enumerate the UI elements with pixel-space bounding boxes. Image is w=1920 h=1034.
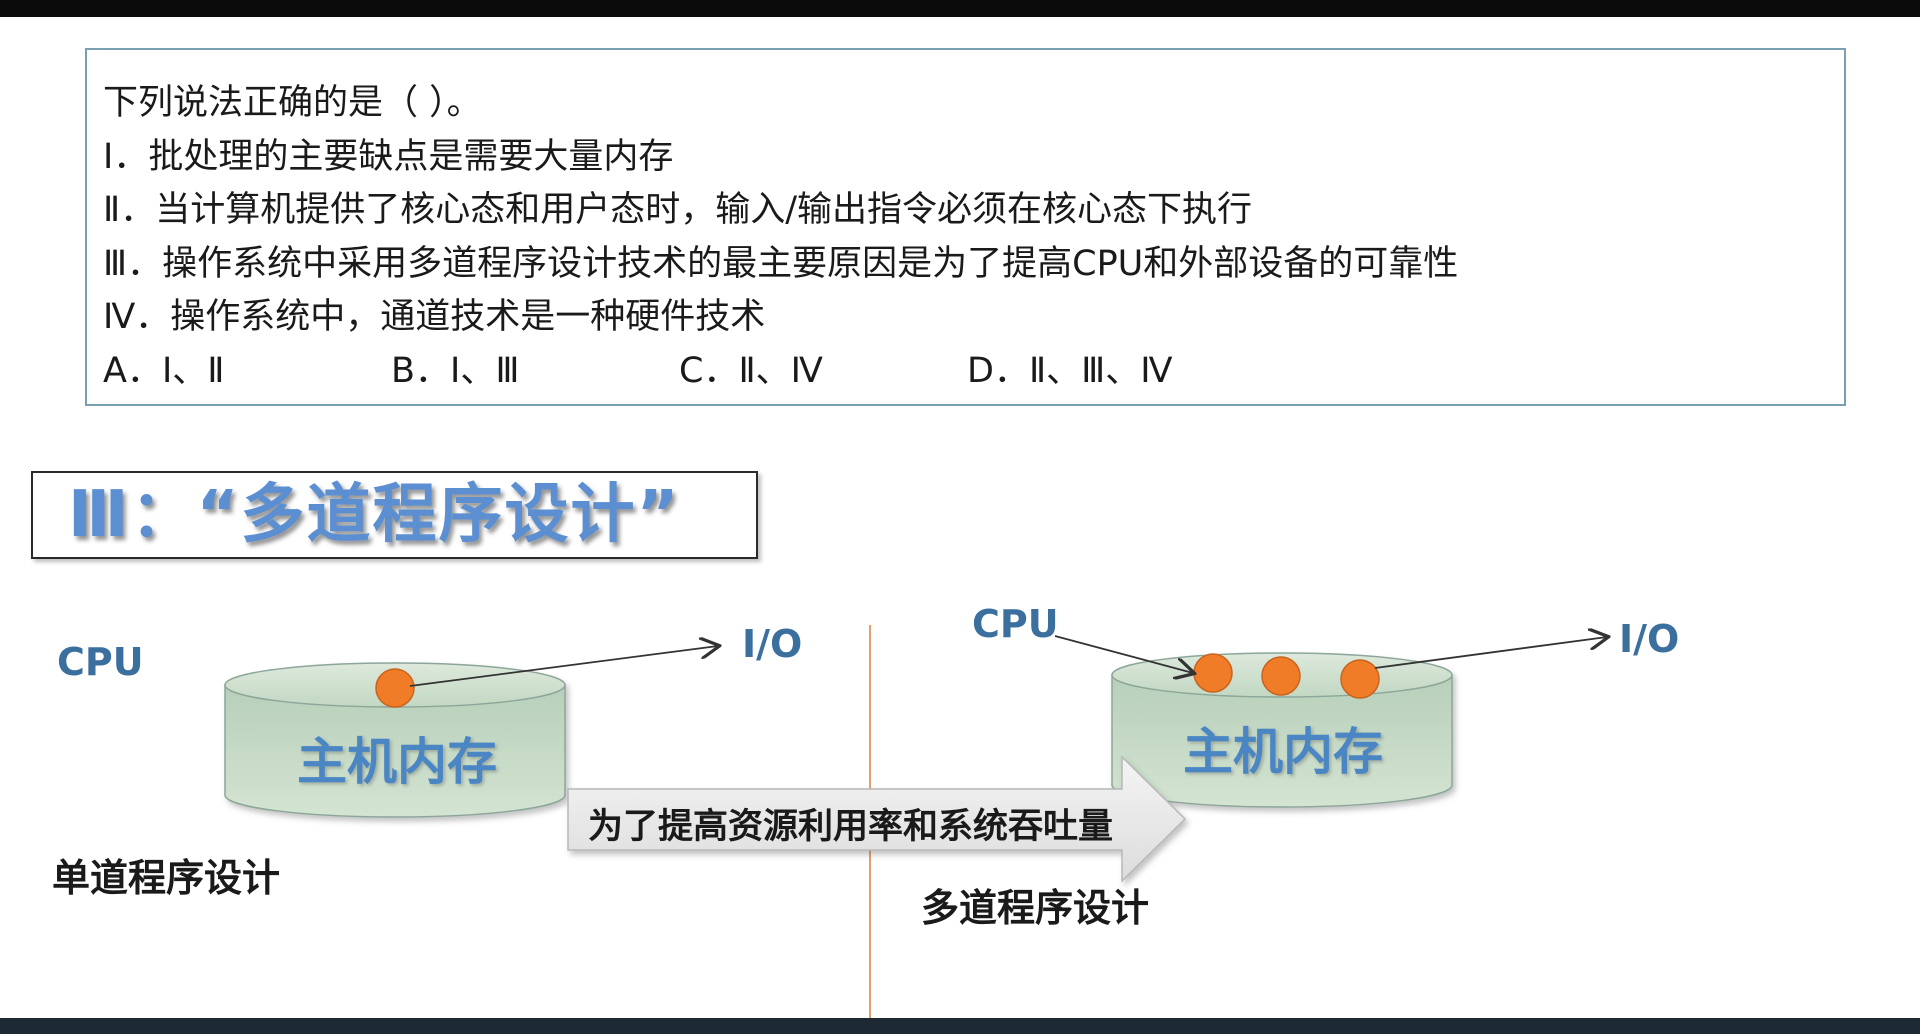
question-stem: 下列说法正确的是（ ）。 [103, 83, 482, 123]
right-process-dot-1 [1193, 653, 1233, 693]
bottom-taskbar [0, 1018, 1920, 1034]
statement-4: Ⅳ．操作系统中，通道技术是一种硬件技术 [103, 297, 766, 337]
statement-3: Ⅲ．操作系统中采用多道程序设计技术的最主要原因是为了提高CPU和外部设备的可靠性 [103, 244, 1459, 284]
right-io-label: I/O [1619, 617, 1680, 661]
left-cpu-label: CPU [57, 640, 144, 684]
left-memory-label: 主机内存 [297, 733, 497, 791]
left-caption: 单道程序设计 [52, 856, 281, 900]
option-d: D．Ⅱ、Ⅲ、Ⅳ [967, 351, 1173, 391]
statement-1: Ⅰ．批处理的主要缺点是需要大量内存 [103, 137, 674, 177]
option-b: B．Ⅰ、Ⅲ [391, 351, 520, 391]
option-a: A．Ⅰ、Ⅱ [103, 351, 225, 391]
right-cpu-arrow [1054, 635, 1193, 673]
question-box: 下列说法正确的是（ ）。 Ⅰ．批处理的主要缺点是需要大量内存 Ⅱ．当计算机提供了… [85, 48, 1846, 406]
arrow-caption: 为了提高资源利用率和系统吞吐量 [588, 807, 1114, 847]
left-io-label: I/O [742, 622, 803, 666]
right-cpu-label: CPU [972, 602, 1059, 646]
right-caption: 多道程序设计 [921, 886, 1150, 930]
section-title: Ⅲ：“多道程序设计” [68, 478, 681, 552]
right-memory-label: 主机内存 [1183, 723, 1383, 781]
left-io-arrow [409, 646, 718, 687]
right-process-dot-3 [1340, 659, 1380, 699]
right-io-arrow [1374, 637, 1607, 669]
statement-2: Ⅱ．当计算机提供了核心态和用户态时，输入/输出指令必须在核心态下执行 [103, 190, 1253, 230]
big-arrow-shape [567, 755, 1187, 883]
section-title-box: Ⅲ：“多道程序设计” [31, 471, 758, 559]
option-c: C．Ⅱ、Ⅳ [679, 351, 823, 391]
right-process-dot-2 [1261, 656, 1301, 696]
top-bar [0, 0, 1920, 17]
left-process-dot [375, 668, 415, 708]
